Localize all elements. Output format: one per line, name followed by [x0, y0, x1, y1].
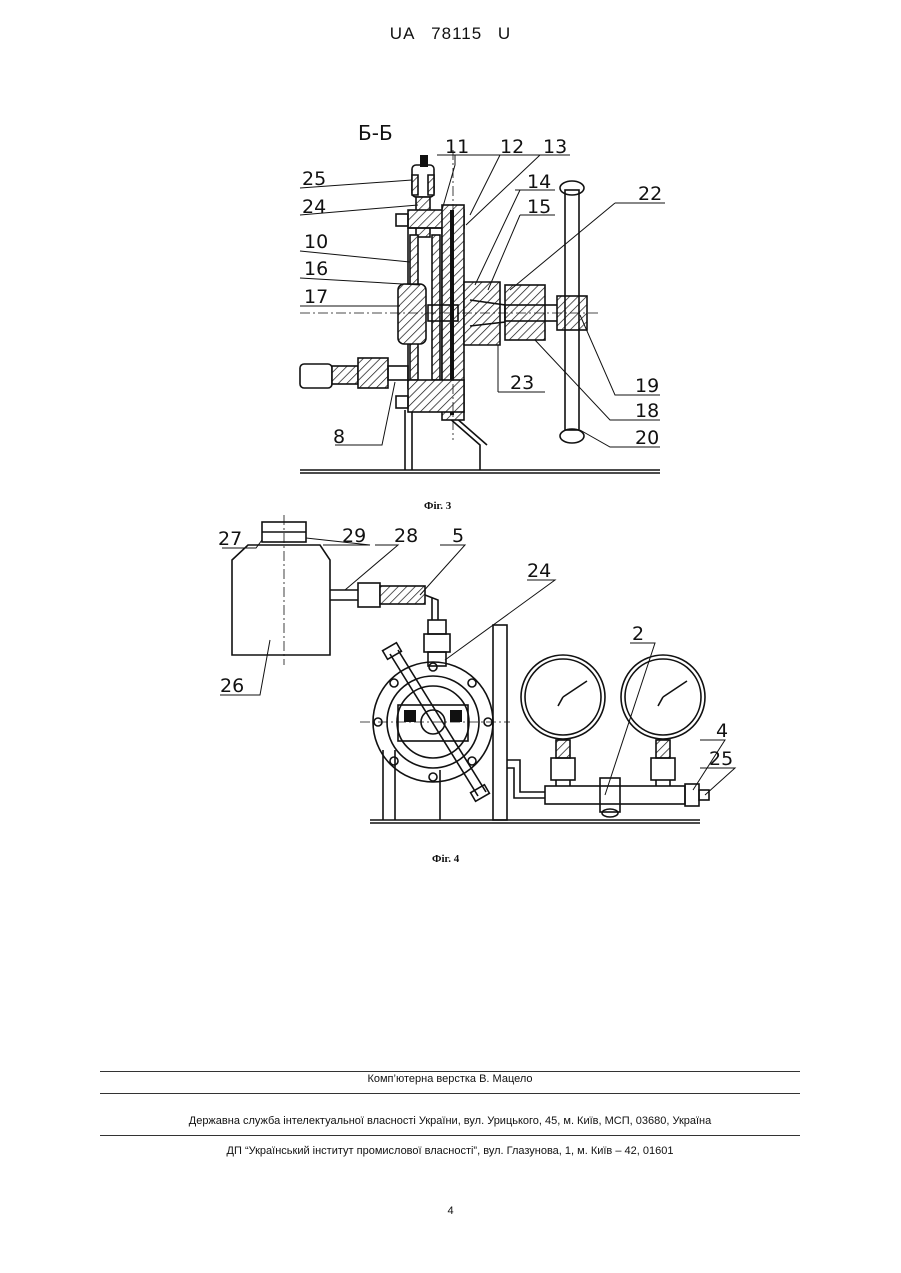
fig3-label-11: 11	[445, 136, 469, 158]
figure-3-drawing: Б-Б	[300, 121, 665, 473]
footer-rule-middle	[100, 1093, 800, 1094]
fig4-label-4: 4	[716, 720, 728, 742]
fig4-label-5: 5	[452, 525, 464, 547]
fig3-label-10: 10	[304, 231, 328, 253]
fig4-label-24: 24	[527, 560, 551, 582]
fig3-label-18: 18	[635, 400, 659, 422]
footer-rule-top	[100, 1071, 800, 1072]
figure-4-drawing: 27 29 28 5 24 2 4 25 26	[218, 515, 735, 823]
fig3-label-14: 14	[527, 171, 551, 193]
fig4-label-27: 27	[218, 528, 242, 550]
section-label: Б-Б	[358, 121, 393, 145]
fig4-label-28: 28	[394, 525, 418, 547]
fig3-label-8: 8	[333, 426, 345, 448]
fig3-label-15: 15	[527, 196, 551, 218]
fig4-label-26: 26	[220, 675, 244, 697]
fig3-label-19: 19	[635, 375, 659, 397]
fig4-label-2: 2	[632, 623, 644, 645]
institute-address: ДП “Український інститут промислової вла…	[100, 1145, 800, 1157]
fig3-label-23: 23	[510, 372, 534, 394]
fig3-label-16: 16	[304, 258, 328, 280]
footer-rule-bottom	[100, 1135, 800, 1136]
fig3-label-13: 13	[543, 136, 567, 158]
fig3-label-17: 17	[304, 286, 328, 308]
fig3-label-20: 20	[635, 427, 659, 449]
fig3-label-22: 22	[638, 183, 662, 205]
fig3-label-12: 12	[500, 136, 524, 158]
layout-credit: Комп’ютерна верстка В. Мацело	[100, 1073, 800, 1085]
figure-4-caption: Фіг. 4	[432, 853, 459, 865]
fig4-label-25: 25	[709, 748, 733, 770]
fig3-label-24: 24	[302, 196, 326, 218]
page-number: 4	[0, 1205, 901, 1217]
agency-address: Державна служба інтелектуальної власност…	[100, 1115, 800, 1127]
fig4-label-29: 29	[342, 525, 366, 547]
figure-3-caption: Фіг. 3	[424, 500, 451, 512]
fig3-label-25: 25	[302, 168, 326, 190]
